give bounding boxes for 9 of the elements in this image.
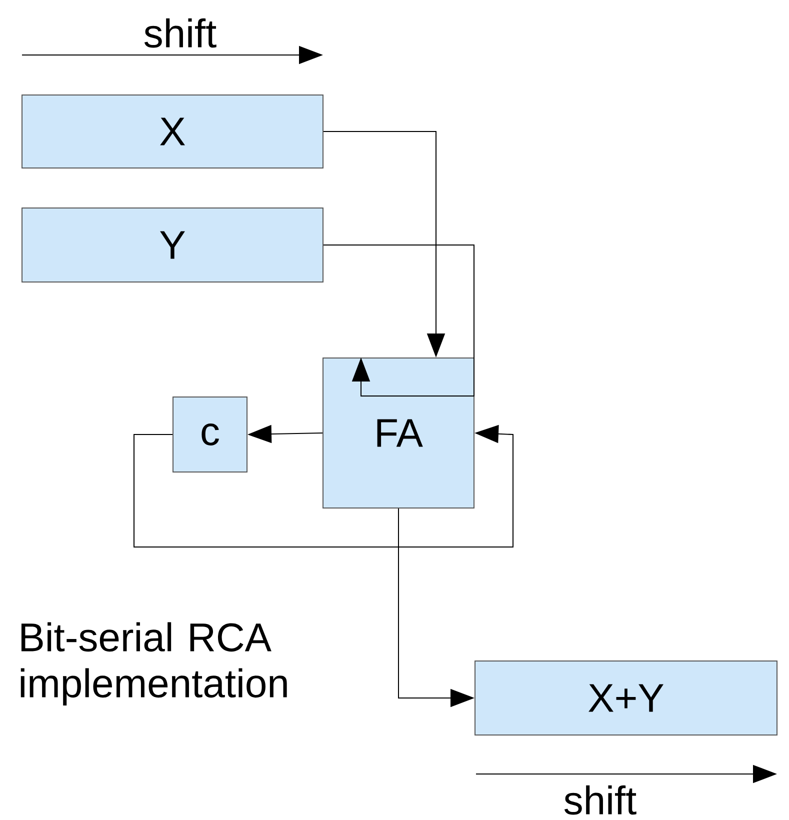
text-label: Bit-serial RCA implementation [20,622,287,706]
text-label: shift [564,785,636,815]
register-box: Y [22,208,324,282]
arrow [323,244,474,396]
register-box: X [22,94,324,168]
carry-box: c [172,396,248,472]
register-box: X+Y [474,660,778,736]
adder-box: FA [322,358,474,508]
text-label: shift [144,18,216,48]
